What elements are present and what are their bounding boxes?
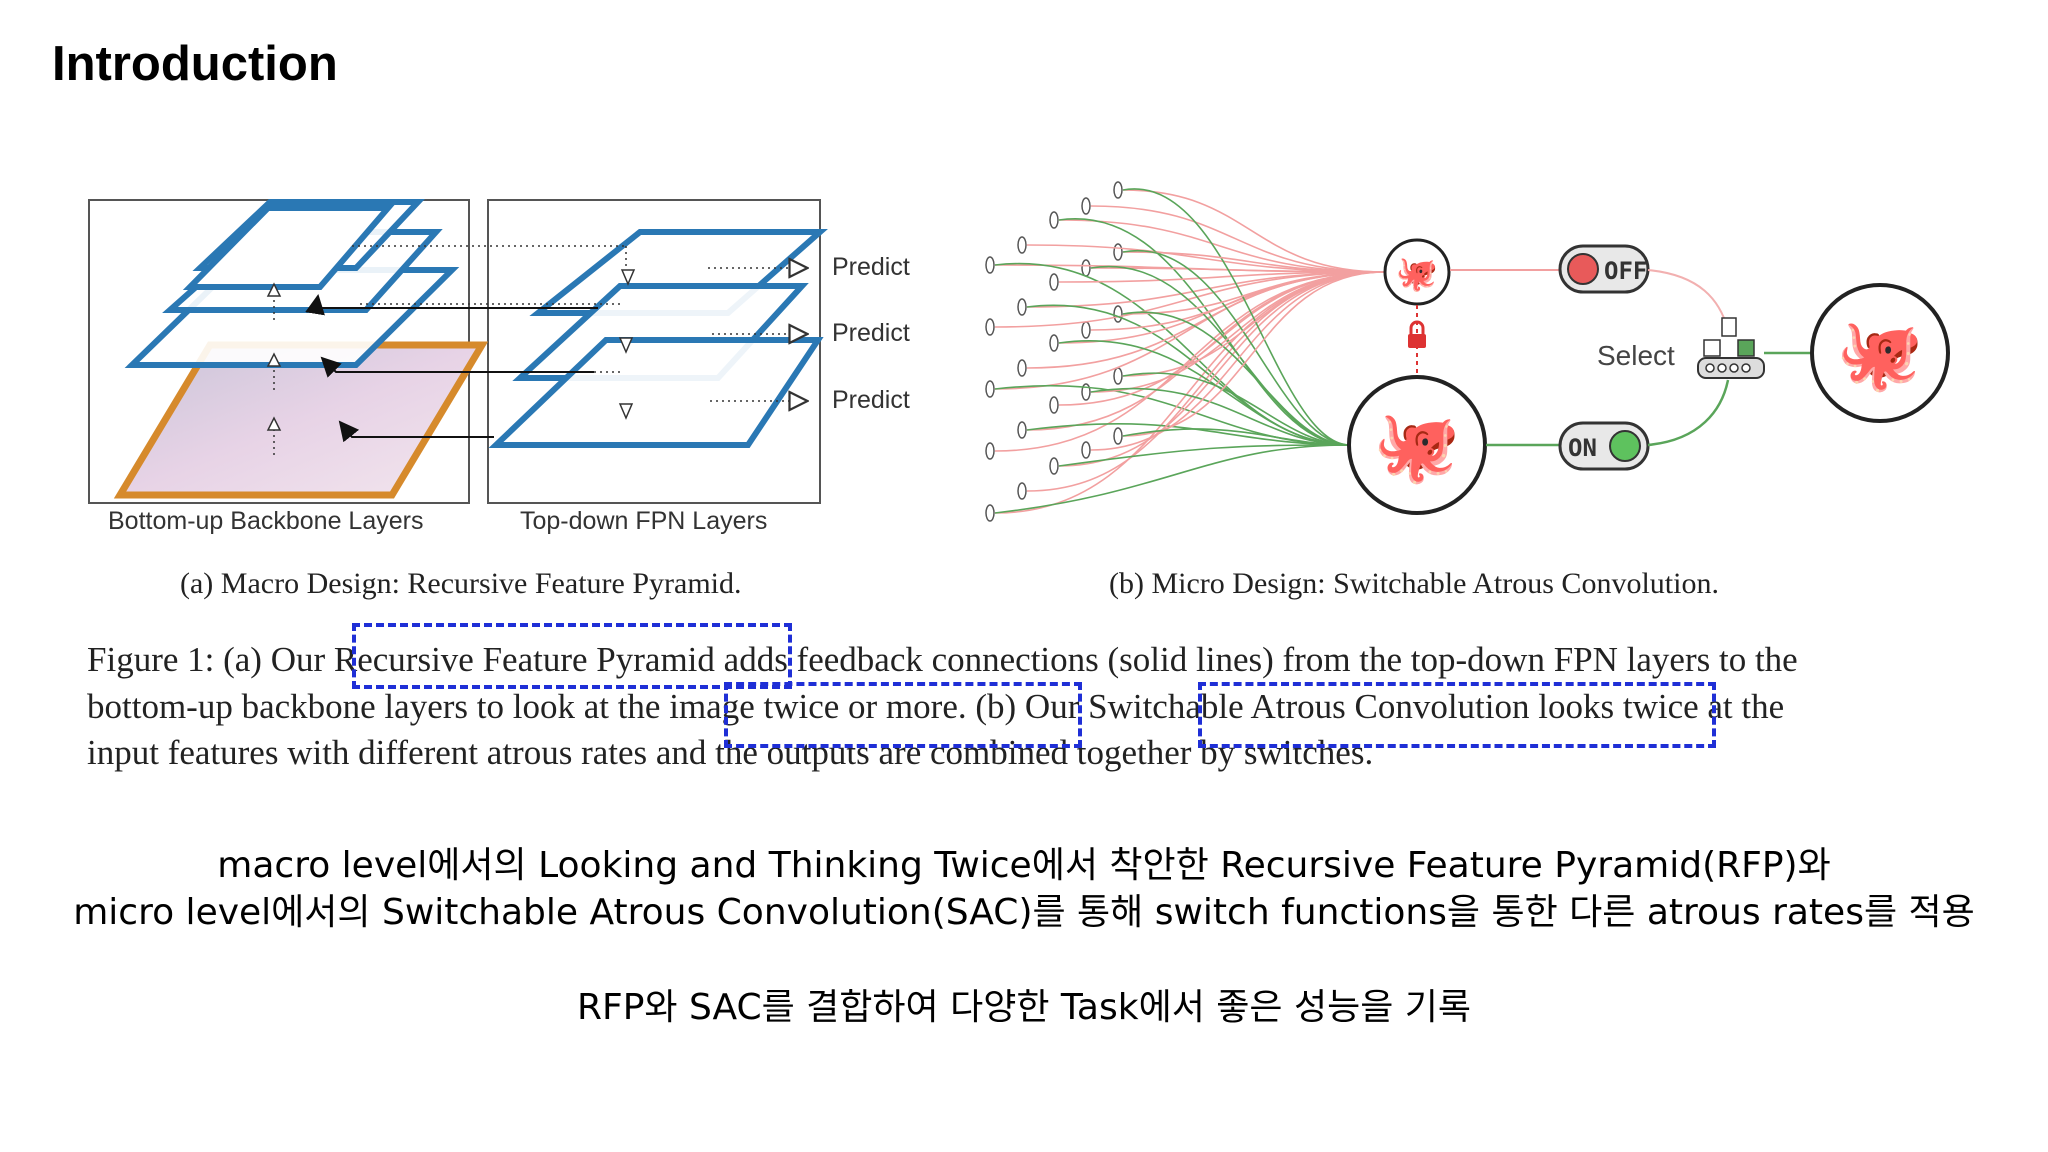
highlight-box-rfp	[352, 623, 792, 689]
macro-design-diagram: Predict Predict Predict Bottom-up Backbo…	[88, 199, 910, 600]
slide-title: Introduction	[52, 37, 338, 91]
backbone-layer-top	[182, 205, 395, 290]
green-connection	[1058, 444, 1351, 467]
red-connection	[1026, 271, 1386, 431]
highlight-sac: Switchable Atrous Convolution	[1088, 687, 1530, 726]
green-connection	[1122, 372, 1351, 446]
figure-a-caption: (a) Macro Design: Recursive Feature Pyra…	[180, 567, 742, 600]
input-node	[1081, 441, 1091, 459]
input-node	[1049, 334, 1059, 352]
off-switch: OFF	[1558, 244, 1650, 294]
korean-line-2: micro level에서의 Switchable Atrous Convolu…	[73, 892, 1975, 933]
input-node	[1081, 197, 1091, 215]
red-connection	[1122, 271, 1386, 315]
micro-design-diagram: 🐙 🐙 OFF ON	[985, 181, 1950, 600]
green-connection	[1058, 218, 1351, 446]
green-connection	[994, 444, 1351, 514]
caption-line-2: bottom-up backbone layers to look at the…	[87, 687, 1785, 726]
input-node	[1017, 298, 1027, 316]
red-connection	[1090, 205, 1386, 273]
lock-icon	[1408, 305, 1426, 380]
caption-line-1: Figure 1: (a) Our Recursive Feature Pyra…	[87, 640, 1798, 679]
green-connection	[1122, 428, 1351, 446]
predict-label-3: Predict	[832, 386, 910, 414]
red-connection	[1122, 271, 1386, 437]
highlight-rfp: Recursive Feature Pyramid	[333, 640, 715, 679]
on-switch: ON	[1558, 421, 1650, 471]
input-node	[1017, 236, 1027, 254]
input-node	[1113, 243, 1123, 261]
off-switch-label: OFF	[1604, 257, 1647, 285]
backbone-box-label: Bottom-up Backbone Layers	[108, 507, 423, 535]
korean-line-1: macro level에서의 Looking and Thinking Twic…	[217, 845, 1831, 886]
small-octopus-node: 🐙	[1383, 238, 1451, 306]
input-node	[985, 442, 995, 460]
input-node	[1049, 273, 1059, 291]
red-connection	[1122, 251, 1386, 273]
caption-line-3: input features with different atrous rat…	[87, 733, 1374, 772]
predict-label-1: Predict	[832, 253, 910, 281]
input-node	[985, 504, 995, 522]
red-connection	[1122, 271, 1386, 377]
input-node	[1081, 321, 1091, 339]
fpn-box-label: Top-down FPN Layers	[520, 507, 767, 535]
red-connection	[1090, 271, 1386, 451]
input-node	[1113, 427, 1123, 445]
highlight-image-twice: image twice or more.	[669, 687, 967, 726]
highlight-box-image-twice	[724, 682, 1082, 748]
svg-text:🐙: 🐙	[1396, 254, 1438, 294]
input-node	[985, 380, 995, 398]
green-connection	[1090, 387, 1351, 446]
large-octopus-node: 🐙	[1347, 375, 1487, 515]
input-node	[1113, 181, 1123, 199]
red-connection	[1090, 267, 1386, 273]
input-node	[1049, 396, 1059, 414]
input-node	[1049, 457, 1059, 475]
input-node	[1113, 305, 1123, 323]
red-connection	[1058, 271, 1386, 406]
select-label: Select	[1597, 340, 1675, 371]
input-node	[1049, 211, 1059, 229]
red-connection	[1026, 271, 1386, 308]
green-connection	[1122, 249, 1351, 446]
green-connection	[1026, 423, 1351, 446]
red-connection	[1058, 219, 1386, 273]
input-node	[985, 256, 995, 274]
input-node	[1113, 367, 1123, 385]
green-connection	[1122, 311, 1351, 446]
red-connection	[994, 271, 1386, 514]
green-connection	[1122, 188, 1351, 446]
fpn-box	[487, 199, 821, 504]
figure-b-caption: (b) Micro Design: Switchable Atrous Conv…	[1109, 567, 1719, 600]
on-switch-label: ON	[1568, 434, 1597, 462]
svg-text:🐙: 🐙	[1836, 313, 1923, 396]
input-node	[1017, 482, 1027, 500]
input-image-layer	[113, 341, 489, 499]
fpn-layer-3	[488, 337, 824, 448]
input-node	[1017, 359, 1027, 377]
output-octopus-node: 🐙	[1810, 283, 1950, 423]
input-node	[1017, 421, 1027, 439]
red-connection	[1122, 189, 1386, 273]
predict-label-2: Predict	[832, 319, 910, 347]
svg-text:🐙: 🐙	[1373, 405, 1460, 488]
red-connection	[1058, 271, 1386, 467]
korean-line-3: RFP와 SAC를 결합하여 다양한 Task에서 좋은 성능을 기록	[576, 987, 1472, 1028]
highlight-box-sac	[1198, 682, 1716, 748]
input-node	[985, 318, 995, 336]
input-node	[1081, 259, 1091, 277]
selector-icon	[1697, 317, 1765, 379]
